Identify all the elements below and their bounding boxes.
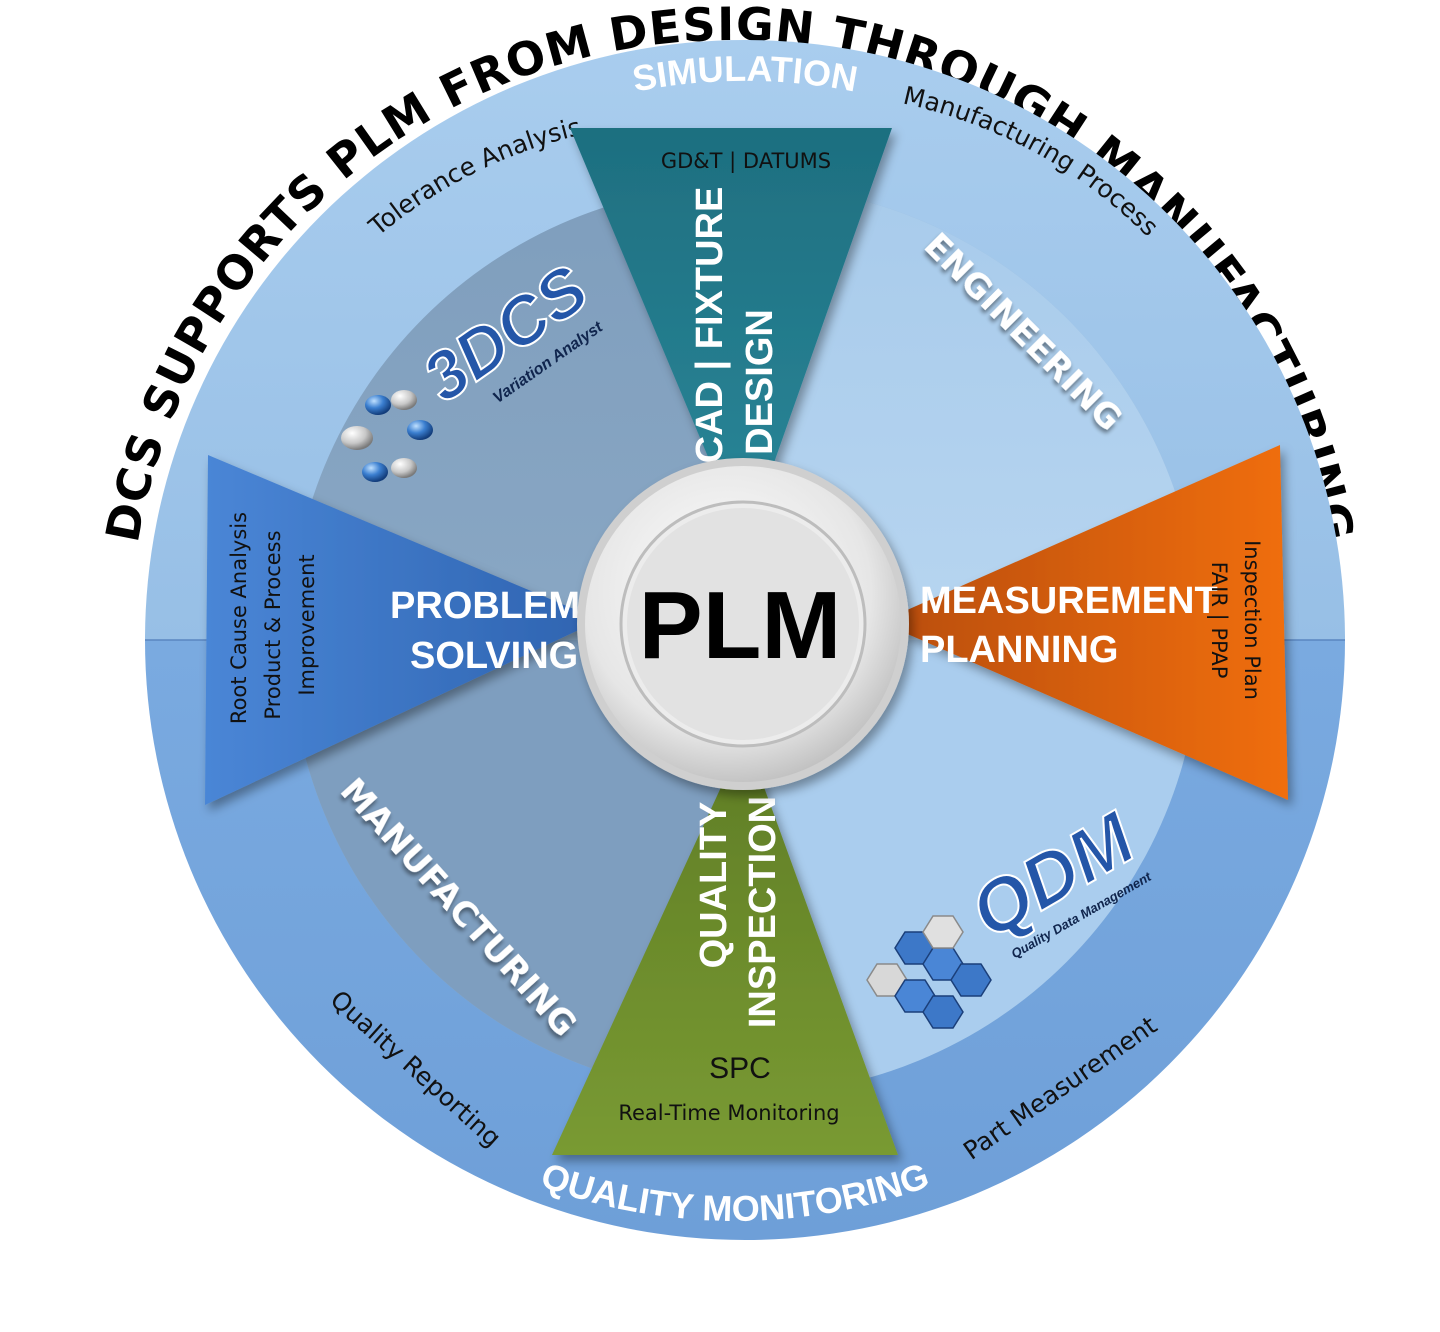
logo-3dcs-dot bbox=[341, 426, 373, 450]
segment-cad-line2: DESIGN bbox=[739, 309, 781, 455]
segment-cad-line1: CAD | FIXTURE bbox=[689, 187, 731, 464]
logo-qdm-hex bbox=[950, 963, 992, 997]
logo-qdm-hex bbox=[922, 915, 964, 949]
segment-measurement-sub2: FAIR | PPAP bbox=[1206, 562, 1231, 679]
segment-quality-line1: QUALITY bbox=[693, 802, 735, 969]
quadrant-bottom-left bbox=[290, 640, 745, 1095]
logo-3dcs-dot bbox=[365, 395, 391, 415]
center-plm-label: PLM bbox=[639, 572, 842, 679]
segment-quality-line2: INSPECTION bbox=[742, 796, 784, 1028]
segment-problem-sub3: Improvement bbox=[295, 554, 319, 695]
segment-problem-line2: SOLVING bbox=[410, 635, 578, 677]
segment-measurement-line2: PLANNING bbox=[920, 629, 1118, 671]
segment-problem-sub1: Root Cause Analysis bbox=[227, 512, 251, 724]
segment-measurement-planning bbox=[880, 445, 1288, 800]
quadrant-bottom-right bbox=[745, 640, 1200, 1095]
logo-3dcs-dot bbox=[391, 390, 417, 410]
segment-problem-solving bbox=[205, 455, 600, 805]
logo-3dcs-dot bbox=[407, 420, 433, 440]
segment-cad-sub-label: GD&T | DATUMS bbox=[661, 149, 831, 174]
segment-measurement-line1: MEASUREMENT bbox=[920, 580, 1218, 622]
logo-qdm-hex bbox=[922, 995, 964, 1029]
segment-measurement-sub1: Inspection Plan bbox=[1240, 540, 1264, 700]
segment-quality-sub1: SPC bbox=[709, 1052, 771, 1085]
logo-3dcs-dot bbox=[362, 462, 388, 482]
segment-cad-fixture-design bbox=[570, 128, 892, 545]
segment-problem-line1: PROBLEM bbox=[390, 585, 580, 627]
segment-problem-sub2: Product & Process bbox=[261, 530, 285, 719]
segment-quality-inspection bbox=[552, 735, 898, 1155]
segment-quality-sub2: Real-Time Monitoring bbox=[618, 1101, 839, 1125]
logo-3dcs-dot bbox=[391, 458, 417, 478]
center-hub bbox=[577, 458, 909, 790]
